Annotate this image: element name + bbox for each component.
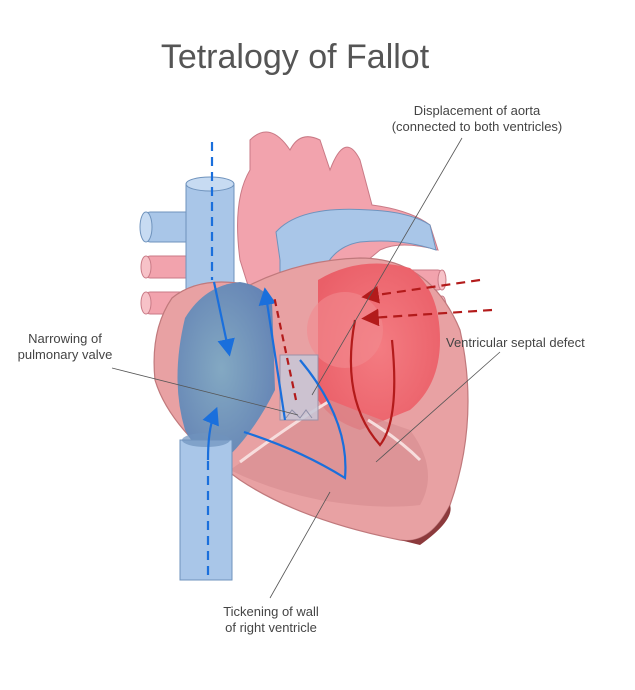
right-chambers: [177, 282, 275, 456]
label-aorta-line1: Displacement of aorta: [413, 103, 541, 118]
label-valve-line2: pulmonary valve: [17, 347, 113, 362]
label-aorta-displacement: Displacement of aorta (connected to both…: [372, 103, 582, 135]
label-valve-line1: Narrowing of: [28, 331, 102, 346]
vena-cava-superior: [139, 176, 235, 301]
label-wall-thickening: Tickening of wall of right ventricle: [196, 604, 346, 636]
flow-deoxygenated: [202, 142, 347, 575]
label-septal-defect: Ventricular septal defect: [446, 335, 585, 350]
label-pulmonary-valve: Narrowing of pulmonary valve: [6, 331, 124, 363]
label-aorta-line2: (connected to both ventricles): [391, 119, 563, 134]
flow-oxygenated: [272, 278, 493, 447]
pulmonary-valve: [279, 354, 319, 421]
label-wall-line1: Tickening of wall: [223, 604, 319, 619]
label-wall-line2: of right ventricle: [225, 620, 317, 635]
left-chambers: [307, 263, 440, 430]
leader-lines: [111, 137, 501, 599]
vena-cava-inferior: [179, 433, 233, 581]
page-title: Tetralogy of Fallot: [160, 38, 430, 76]
ventricle-inner: [230, 400, 428, 507]
